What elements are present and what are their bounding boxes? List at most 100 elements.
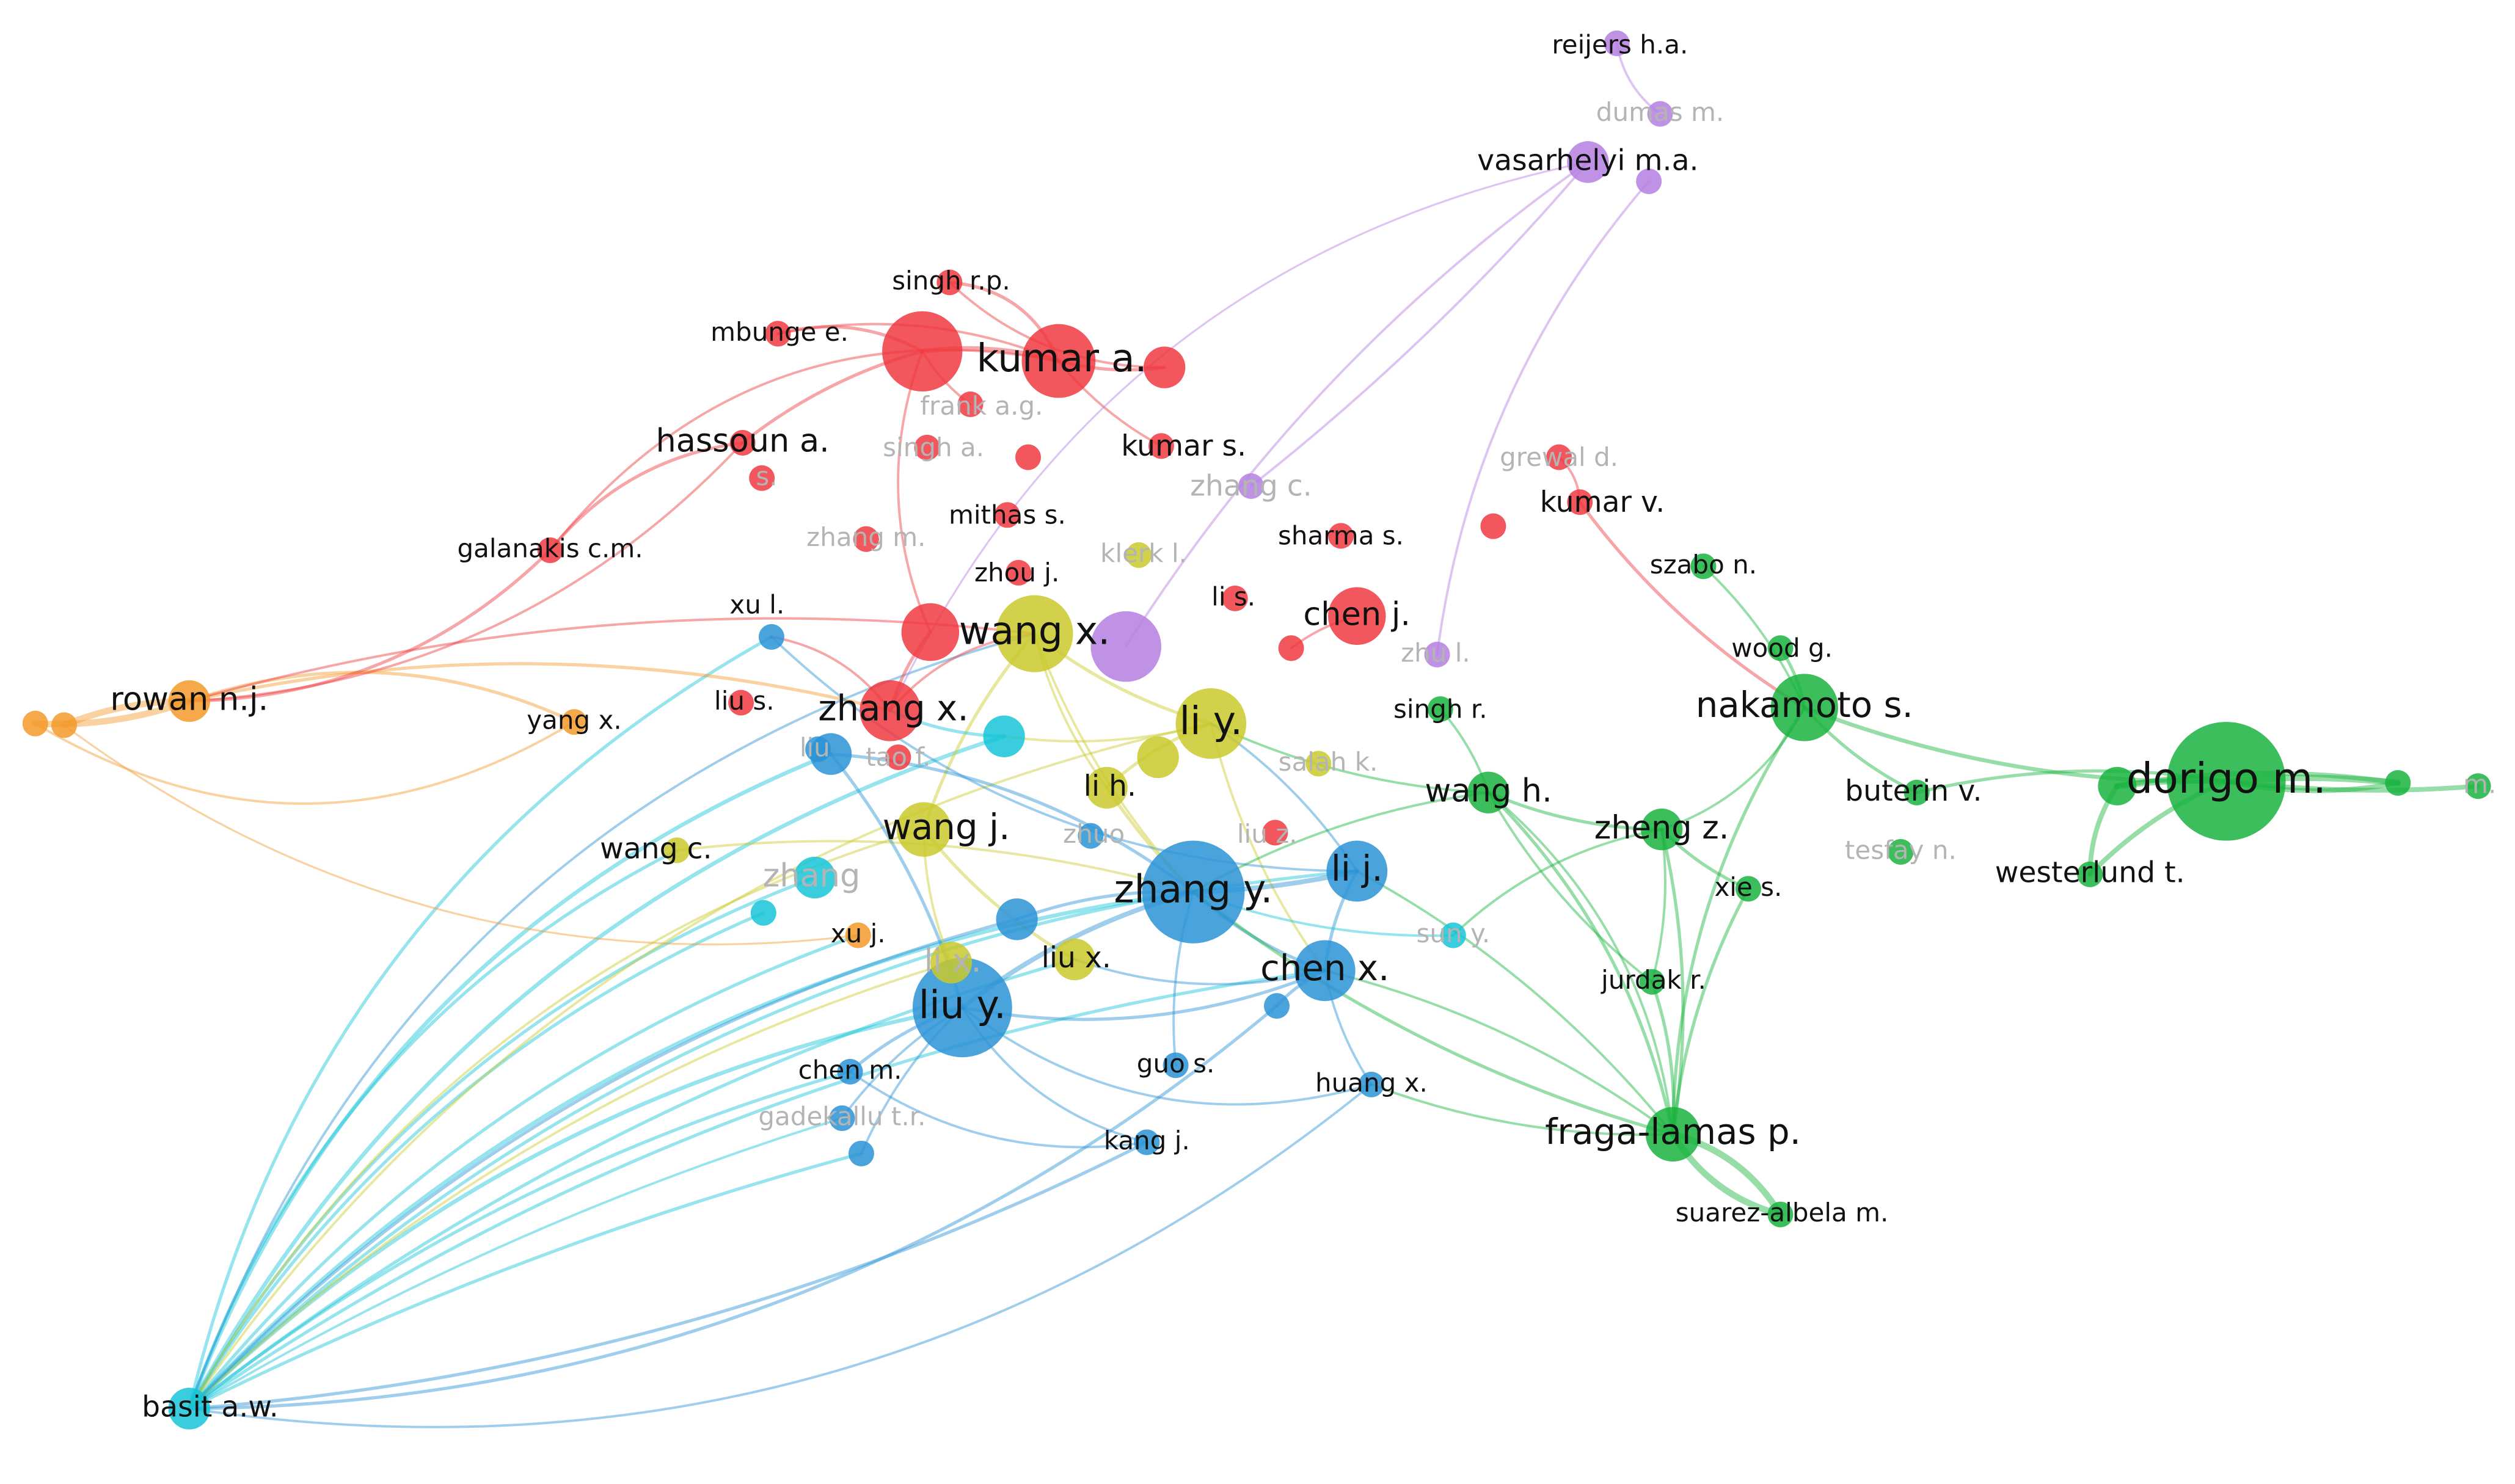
node-wangx[interactable]: [996, 595, 1073, 672]
node-wangh[interactable]: [1467, 771, 1509, 813]
node-liux[interactable]: [1054, 938, 1096, 981]
node-huangx[interactable]: [1358, 1071, 1384, 1097]
label-singhr: singh r.: [1393, 694, 1487, 724]
node-lij[interactable]: [1326, 840, 1388, 902]
node-or1[interactable]: [51, 712, 78, 738]
node-zhangm[interactable]: [853, 526, 879, 552]
node-kumarv[interactable]: [1567, 489, 1593, 515]
node-cyan_a[interactable]: [983, 715, 1025, 757]
node-dor2[interactable]: [2098, 766, 2137, 806]
node-mithas[interactable]: [994, 502, 1020, 528]
label-zhengz: zheng z.: [1594, 809, 1729, 846]
node-frank[interactable]: [957, 391, 984, 418]
node-red_c[interactable]: [1480, 513, 1506, 539]
node-red_d[interactable]: [1278, 635, 1304, 661]
label-liuz: liu z.: [1237, 819, 1298, 849]
node-zhang_faint[interactable]: [794, 856, 836, 899]
node-dorigo[interactable]: [2167, 722, 2286, 841]
node-kangj[interactable]: [1134, 1129, 1160, 1155]
node-buterin[interactable]: [1904, 779, 1930, 806]
node-liuz[interactable]: [1262, 820, 1288, 846]
node-jurdak[interactable]: [1639, 969, 1665, 995]
node-lih[interactable]: [1086, 766, 1128, 809]
node-yel_a[interactable]: [1137, 736, 1179, 779]
label-wangc: wang c.: [600, 832, 712, 865]
node-chenx[interactable]: [1294, 940, 1356, 1002]
node-salah[interactable]: [1305, 751, 1332, 777]
label-klerk: klerk l.: [1100, 538, 1187, 568]
node-wangx_p[interactable]: [1090, 611, 1161, 682]
node-dor3[interactable]: [2385, 769, 2411, 796]
node-rowan[interactable]: [168, 680, 210, 722]
node-suarez[interactable]: [1767, 1201, 1794, 1228]
node-reijers[interactable]: [1604, 30, 1630, 56]
node-yangx[interactable]: [561, 709, 587, 735]
node-zhangy[interactable]: [1142, 840, 1245, 944]
node-grewal[interactable]: [1546, 444, 1572, 470]
node-sharma[interactable]: [1328, 523, 1354, 549]
node-lix[interactable]: [930, 942, 973, 984]
node-basit[interactable]: [168, 1388, 210, 1430]
node-kumara2[interactable]: [882, 311, 963, 391]
edge-fraga-chenx: [1323, 969, 1674, 1136]
node-zhengz[interactable]: [1641, 809, 1683, 851]
label-lis: li s.: [1211, 581, 1255, 611]
node-liuy[interactable]: [912, 958, 1012, 1058]
node-zhouj[interactable]: [1006, 559, 1032, 586]
node-or2[interactable]: [22, 710, 48, 737]
edge-basit-xul: [188, 635, 773, 1411]
node-westerlund[interactable]: [2077, 861, 2103, 887]
node-dor_m[interactable]: [2465, 773, 2491, 799]
node-cyan_b[interactable]: [750, 900, 776, 926]
node-liy[interactable]: [1175, 688, 1247, 759]
node-vasarhelyi[interactable]: [1567, 141, 1609, 183]
node-nakamoto[interactable]: [1770, 674, 1838, 741]
node-gadekallu[interactable]: [829, 1105, 855, 1132]
node-woodg[interactable]: [1767, 635, 1794, 661]
node-mbunge[interactable]: [765, 321, 791, 347]
node-red_e[interactable]: [901, 603, 960, 661]
node-lis[interactable]: [1222, 585, 1248, 611]
edge-vasarhelyi-zhangc: [1250, 161, 1590, 487]
node-red_a[interactable]: [1144, 346, 1186, 388]
node-liu_faint[interactable]: [805, 736, 831, 762]
node-blue_c[interactable]: [1264, 993, 1290, 1019]
node-galanakis[interactable]: [537, 537, 563, 564]
node-blue_d[interactable]: [848, 1140, 874, 1166]
node-suny[interactable]: [1440, 922, 1466, 948]
node-kumara[interactable]: [1021, 324, 1096, 398]
node-singhrp[interactable]: [936, 269, 963, 296]
label-layer: reijers h.a.dumas m.vasarhelyi m.a.singh…: [110, 30, 2496, 1424]
node-lius[interactable]: [728, 689, 754, 716]
label-suny: sun y.: [1416, 918, 1490, 948]
node-zhul[interactable]: [1424, 641, 1450, 667]
node-hassoun[interactable]: [729, 430, 756, 456]
node-klerk[interactable]: [1126, 542, 1152, 568]
node-chenm[interactable]: [837, 1058, 863, 1085]
edge-liux-chenx: [1073, 958, 1326, 986]
node-tao[interactable]: [885, 744, 911, 770]
node-zhuo[interactable]: [1078, 823, 1104, 849]
node-singha[interactable]: [914, 434, 940, 460]
node-tesfay[interactable]: [1888, 838, 1914, 865]
edge-nakamoto-dorigo: [1802, 705, 2228, 784]
node-zhangc[interactable]: [1238, 473, 1265, 500]
node-zhangx[interactable]: [860, 680, 921, 741]
node-blue_b[interactable]: [996, 898, 1038, 940]
node-kumars[interactable]: [1148, 433, 1174, 459]
node-xuj[interactable]: [845, 922, 871, 948]
node-fraga[interactable]: [1645, 1107, 1701, 1162]
node-szabo[interactable]: [1690, 553, 1717, 580]
node-singhr[interactable]: [1427, 696, 1453, 722]
edge-kumara2-red_e: [897, 350, 932, 634]
node-red_b[interactable]: [1015, 444, 1042, 470]
node-chenj[interactable]: [1328, 587, 1386, 646]
node-wangc[interactable]: [664, 837, 690, 864]
node-red_s[interactable]: [749, 465, 775, 491]
node-xul[interactable]: [758, 624, 784, 650]
node-guos[interactable]: [1163, 1052, 1189, 1078]
node-wangj[interactable]: [896, 802, 952, 857]
node-vas2[interactable]: [1636, 168, 1662, 194]
node-dumas[interactable]: [1647, 101, 1673, 127]
node-xies[interactable]: [1735, 876, 1761, 902]
